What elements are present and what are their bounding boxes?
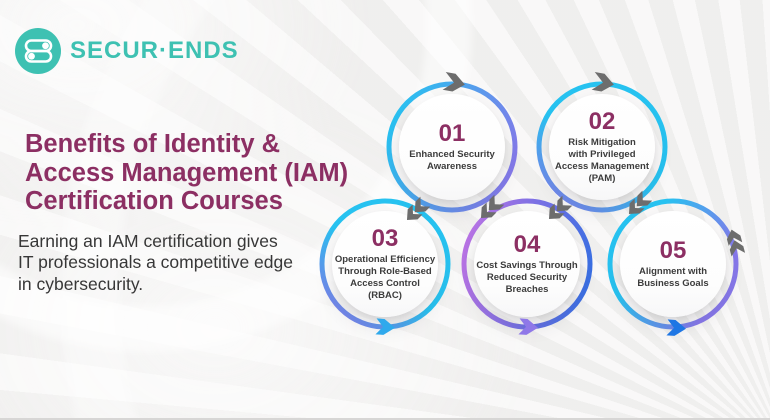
step-label: Operational Efficiency Through Role-Base… bbox=[334, 254, 436, 301]
step-number: 02 bbox=[588, 108, 616, 136]
logo-dot-bottom bbox=[28, 52, 35, 60]
step-label: Risk Mitigation with Privileged Access M… bbox=[555, 137, 649, 184]
step-circle-03: 03 Operational Efficiency Through Role-B… bbox=[332, 211, 438, 317]
logo-toggle-bottom bbox=[24, 49, 53, 63]
securends-logo-icon bbox=[15, 28, 61, 74]
step-number: 04 bbox=[513, 231, 541, 259]
step-circle-04: 04 Cost Savings Through Reduced Security… bbox=[474, 211, 580, 317]
step-number: 03 bbox=[371, 225, 399, 253]
double-chevron-icon bbox=[726, 229, 746, 257]
page-title: Benefits of Identity & Access Management… bbox=[25, 130, 349, 216]
step-number: 01 bbox=[438, 120, 466, 148]
arrow-right-icon bbox=[591, 72, 614, 92]
step-label: Enhanced Security Awareness bbox=[409, 149, 495, 173]
step-circle-02: 02 Risk Mitigation with Privileged Acces… bbox=[549, 94, 655, 200]
ring-arrowhead-icon bbox=[666, 319, 686, 336]
step-circle-05: 05 Alignment with Business Goals bbox=[620, 211, 726, 317]
headline-block: Benefits of Identity & Access Management… bbox=[18, 130, 390, 296]
step-number: 05 bbox=[659, 237, 687, 265]
ring-arrowhead-icon bbox=[518, 318, 538, 335]
double-chevron-icon bbox=[628, 190, 653, 215]
step-label: Alignment with Business Goals bbox=[637, 266, 709, 290]
arrow-right-icon bbox=[442, 72, 465, 92]
logo-dot-top bbox=[42, 42, 49, 50]
step-circle-01: 01 Enhanced Security Awareness bbox=[399, 94, 505, 200]
step-label: Cost Savings Through Reduced Security Br… bbox=[476, 260, 578, 296]
page-subtitle: Earning an IAM certification gives IT pr… bbox=[18, 230, 293, 295]
brand-logo: SECUR·ENDS bbox=[15, 28, 239, 74]
bottom-divider bbox=[0, 418, 770, 420]
ring-arrowhead-icon bbox=[375, 318, 395, 335]
brand-name: SECUR·ENDS bbox=[70, 37, 239, 64]
